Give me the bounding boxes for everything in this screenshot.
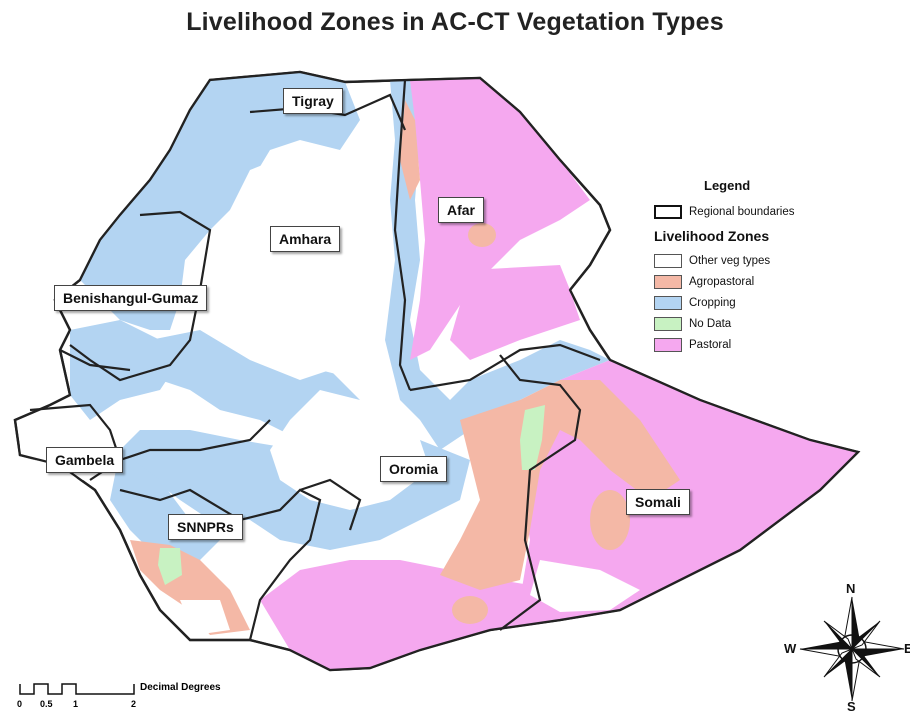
- legend-swatch: [654, 337, 682, 352]
- legend-title: Legend: [704, 178, 751, 193]
- region-label-amhara: Amhara: [270, 226, 341, 252]
- agropastoral-zone-east: [440, 380, 680, 590]
- legend-item: Other veg types: [650, 250, 820, 271]
- region-label-tigray: Tigray: [283, 88, 343, 114]
- region-label-gambela: Gambela: [46, 447, 124, 473]
- legend-subtitle: Livelihood Zones: [654, 228, 770, 244]
- legend-swatch: [654, 274, 682, 289]
- legend-label: Pastoral: [689, 338, 732, 351]
- region-label-afar: Afar: [438, 197, 485, 223]
- compass-w: W: [784, 641, 797, 656]
- legend-swatch: [654, 316, 682, 331]
- compass-e: E: [904, 641, 910, 656]
- other-veg-borena-patch: [180, 600, 230, 635]
- scale-tick: 0.5: [40, 699, 53, 709]
- region-label-benishangul: Benishangul-Gumaz: [54, 285, 208, 311]
- legend-item-boundary: Regional boundaries: [650, 201, 820, 222]
- map-title: Livelihood Zones in AC-CT Vegetation Typ…: [186, 8, 724, 36]
- legend-label: Other veg types: [689, 254, 771, 267]
- scale-bar: Decimal Degrees 0 0.5 1 2: [16, 680, 246, 710]
- legend-label: Agropastoral: [689, 275, 755, 288]
- region-label-somali: Somali: [626, 489, 690, 515]
- legend-item: Pastoral: [650, 334, 820, 355]
- region-label-oromia: Oromia: [380, 456, 448, 482]
- scale-bar-graphic: [19, 683, 135, 695]
- compass-icon: [799, 596, 905, 702]
- legend-label: No Data: [689, 317, 732, 330]
- no-data-zone-southwest: [158, 548, 182, 585]
- cropping-zone-east-rift: [385, 80, 610, 450]
- scale-tick: 1: [73, 699, 79, 709]
- agropastoral-zone-afar-edge: [400, 100, 420, 200]
- pastoral-zone-afar: [410, 78, 590, 360]
- agropastoral-patch-afar: [468, 223, 496, 247]
- no-data-zone-east: [520, 405, 545, 470]
- map-legend: Legend Regional boundaries Livelihood Zo…: [650, 178, 820, 355]
- cropping-zone-northwest: [80, 72, 360, 330]
- legend-item: No Data: [650, 313, 820, 334]
- legend-item: Agropastoral: [650, 271, 820, 292]
- legend-item: Cropping: [650, 292, 820, 313]
- other-veg-amhara: [200, 150, 390, 380]
- region-label-snnprs: SNNPRs: [168, 514, 243, 540]
- other-veg-south-patch: [530, 560, 640, 612]
- compass-n: N: [846, 581, 856, 596]
- legend-swatch-boundary: [654, 204, 682, 219]
- agropastoral-patch-somali: [590, 490, 630, 550]
- regional-boundaries: [13, 70, 861, 672]
- scale-units: Decimal Degrees: [140, 682, 221, 693]
- agropastoral-patch-south: [452, 596, 488, 624]
- compass-rose: N S W E: [780, 581, 910, 714]
- pastoral-zone-northeast: [450, 265, 580, 360]
- compass-s: S: [847, 699, 856, 714]
- scale-tick: 2: [131, 699, 137, 709]
- scale-tick: 0: [17, 699, 23, 709]
- legend-swatch: [654, 253, 682, 268]
- legend-swatch: [654, 295, 682, 310]
- legend-label: Cropping: [689, 296, 736, 309]
- legend-label-boundary: Regional boundaries: [689, 205, 795, 218]
